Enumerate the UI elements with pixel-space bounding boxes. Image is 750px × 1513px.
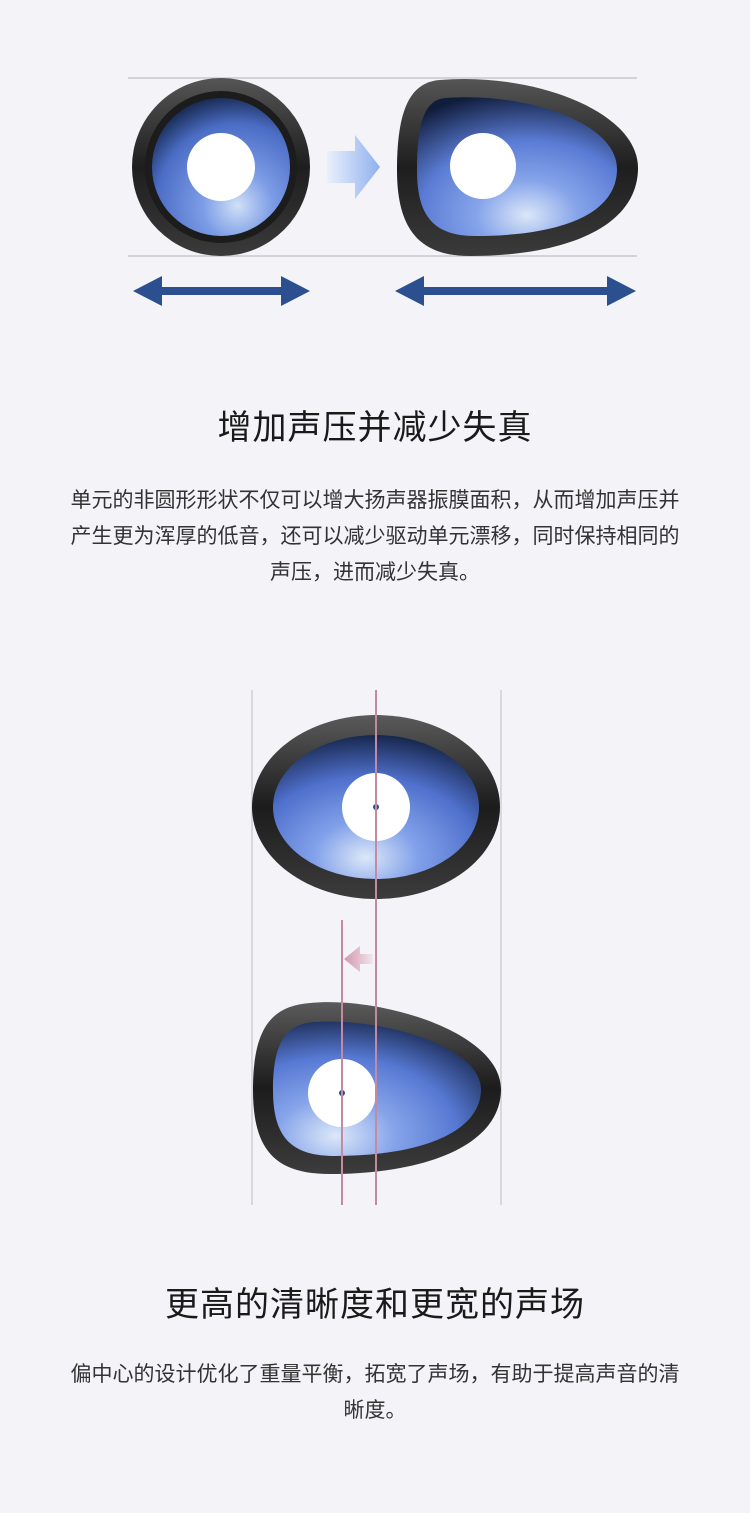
transition-arrow-icon — [327, 135, 380, 199]
width-arrow-large-icon — [395, 276, 636, 306]
section2-body: 偏中心的设计优化了重量平衡，拓宽了声场，有助于提高声音的清晰度。 — [70, 1362, 680, 1422]
width-arrow-small-icon — [133, 276, 310, 306]
shift-arrow-icon — [344, 946, 373, 972]
section1-body: 单元的非圆形形状不仅可以增大扬声器振膜面积，从而增加声压并产生更为浑厚的低音，还… — [70, 488, 680, 584]
offset-driver-icon — [253, 1002, 502, 1174]
driver-comparison-diagram — [128, 77, 639, 306]
round-driver-icon — [132, 78, 310, 256]
section1-heading: 增加声压并减少失真 — [217, 408, 533, 448]
oval-driver-icon — [397, 78, 639, 256]
offset-center-diagram — [251, 690, 502, 1205]
section2-heading: 更高的清晰度和更宽的声场 — [165, 1285, 585, 1325]
